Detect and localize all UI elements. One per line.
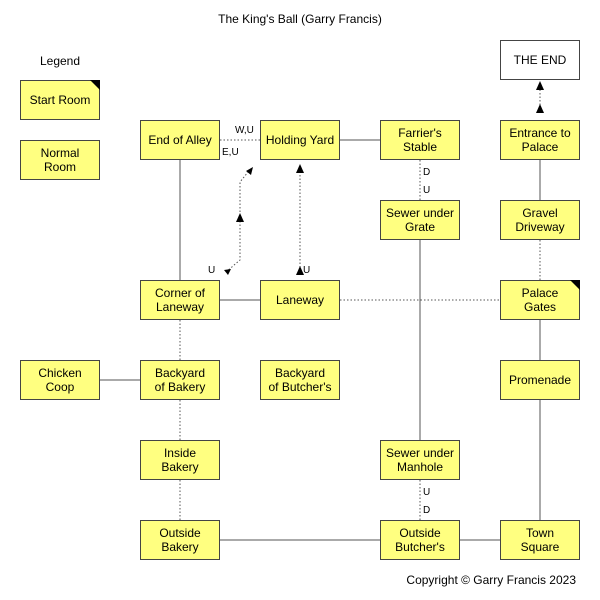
room-sewer-under-manhole[interactable]: Sewer under Manhole bbox=[380, 440, 460, 480]
legend-title: Legend bbox=[39, 54, 81, 68]
room-outside-butchers[interactable]: Outside Butcher's bbox=[380, 520, 460, 560]
legend-start-room: Start Room bbox=[20, 80, 100, 120]
arrow-to-holding-yard-diag bbox=[246, 167, 253, 175]
room-farriers-stable[interactable]: Farrier's Stable bbox=[380, 120, 460, 160]
room-corner-of-laneway[interactable]: Corner of Laneway bbox=[140, 280, 220, 320]
room-sewer-under-grate[interactable]: Sewer under Grate bbox=[380, 200, 460, 240]
copyright-notice: Copyright © Garry Francis 2023 bbox=[406, 573, 576, 587]
label-manhole-up: U bbox=[423, 487, 431, 498]
room-town-square[interactable]: Town Square bbox=[500, 520, 580, 560]
room-backyard-of-butchers[interactable]: Backyard of Butcher's bbox=[260, 360, 340, 400]
room-entrance-to-palace[interactable]: Entrance to Palace bbox=[500, 120, 580, 160]
room-inside-bakery[interactable]: Inside Bakery bbox=[140, 440, 220, 480]
room-backyard-of-bakery[interactable]: Backyard of Bakery bbox=[140, 360, 220, 400]
room-chicken-coop[interactable]: Chicken Coop bbox=[20, 360, 100, 400]
label-alley-holding-eu: E,U bbox=[222, 147, 239, 158]
arrow-from-entrance bbox=[536, 104, 544, 113]
room-laneway[interactable]: Laneway bbox=[260, 280, 340, 320]
label-butchers-down: D bbox=[423, 505, 431, 516]
room-palace-gates[interactable]: Palace Gates bbox=[500, 280, 580, 320]
room-the-end[interactable]: THE END bbox=[500, 40, 580, 80]
label-stable-down: D bbox=[423, 167, 431, 178]
label-corner-up: U bbox=[208, 265, 216, 276]
arrow-laneway-up bbox=[296, 266, 304, 275]
arrow-to-holding-yard bbox=[296, 164, 304, 173]
map-title: The King's Ball (Garry Francis) bbox=[218, 12, 382, 26]
label-alley-holding-wu: W,U bbox=[235, 125, 254, 136]
label-grate-up: U bbox=[423, 185, 431, 196]
legend-normal-room: Normal Room bbox=[20, 140, 100, 180]
arrow-corner-path bbox=[236, 213, 244, 222]
room-promenade[interactable]: Promenade bbox=[500, 360, 580, 400]
room-outside-bakery[interactable]: Outside Bakery bbox=[140, 520, 220, 560]
arrow-corner-up bbox=[224, 269, 231, 275]
arrow-to-the-end bbox=[536, 81, 544, 90]
label-laneway-up: U bbox=[303, 265, 311, 276]
room-end-of-alley[interactable]: End of Alley bbox=[140, 120, 220, 160]
room-gravel-driveway[interactable]: Gravel Driveway bbox=[500, 200, 580, 240]
room-holding-yard[interactable]: Holding Yard bbox=[260, 120, 340, 160]
